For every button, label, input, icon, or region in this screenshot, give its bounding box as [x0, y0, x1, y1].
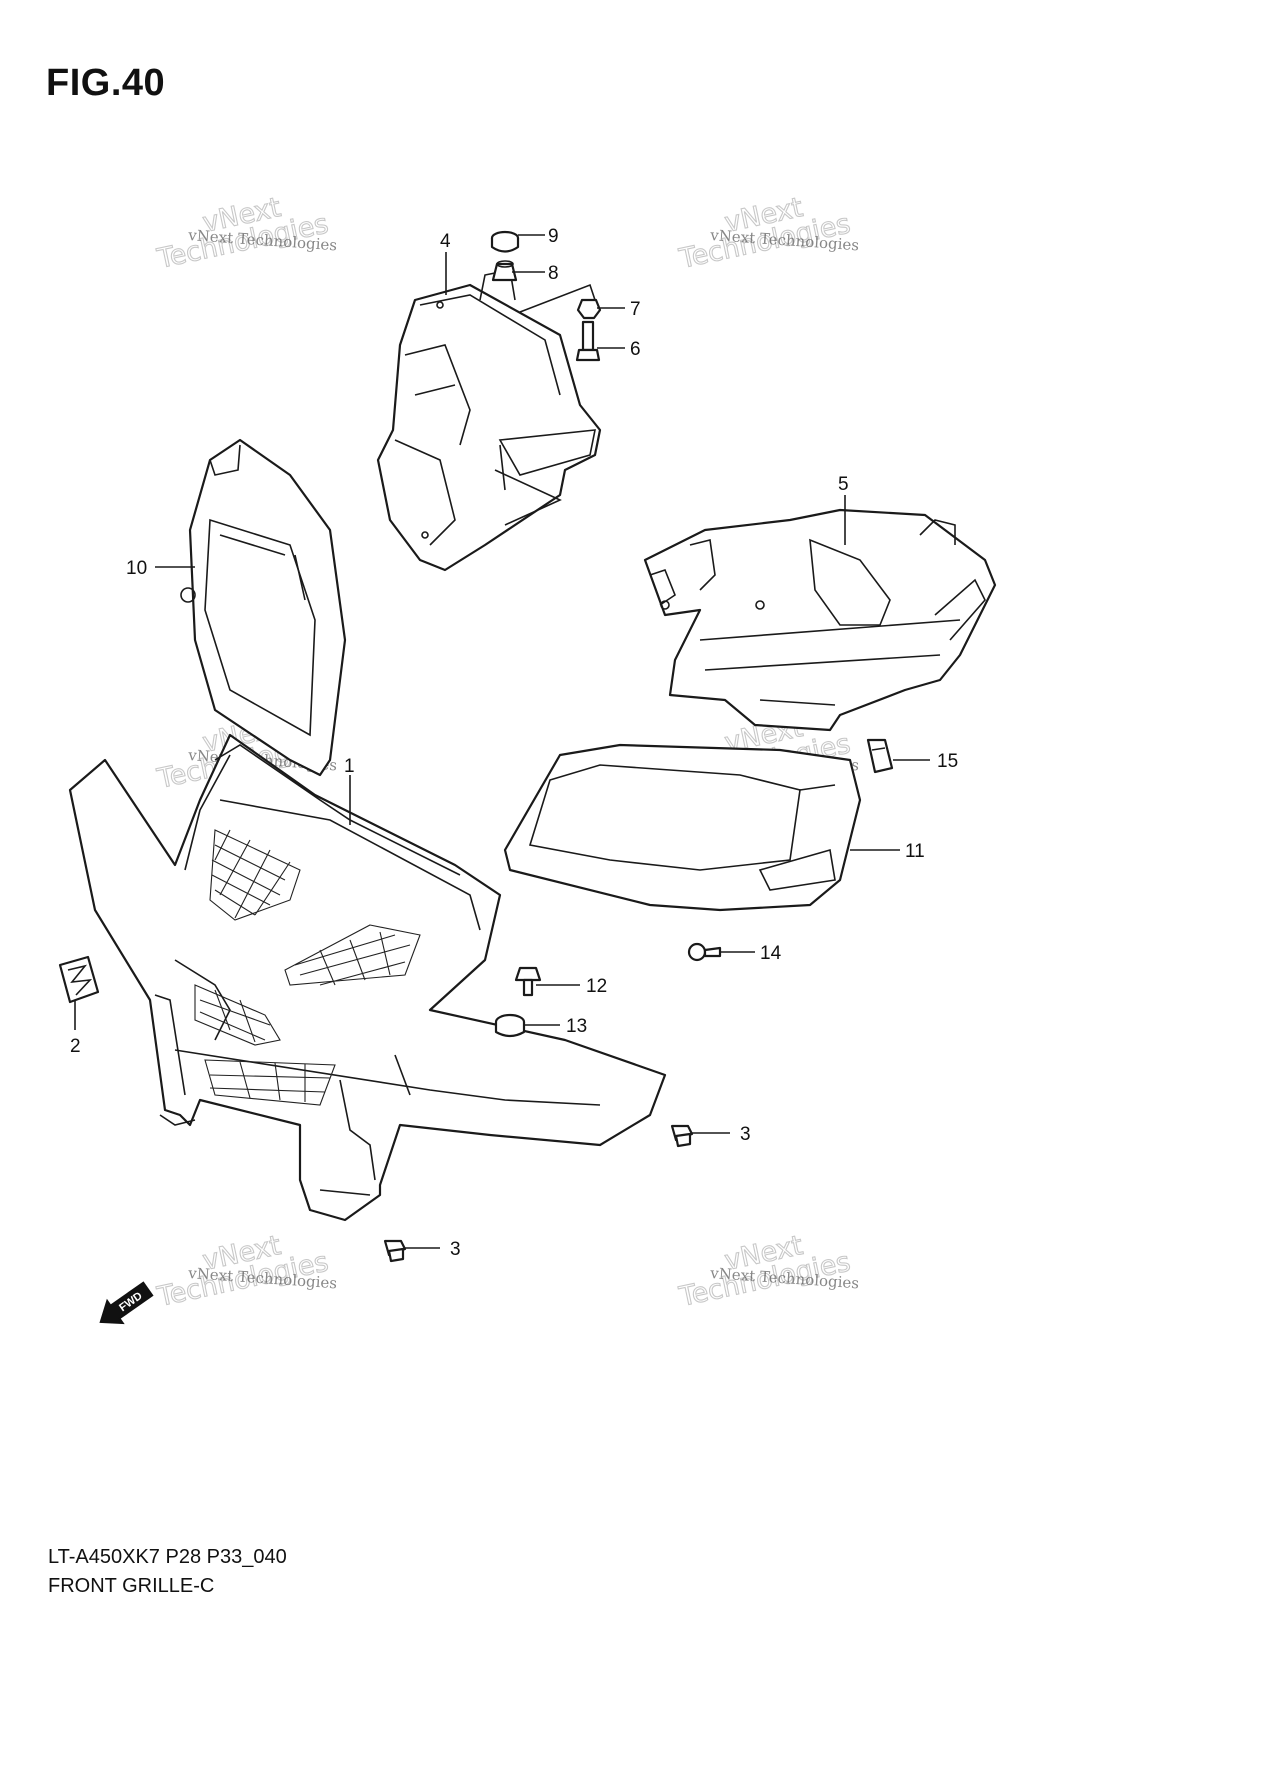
- grille-mesh: [194, 829, 421, 1106]
- part-15-clip: [866, 738, 894, 774]
- watermark-bottom-left: vNext Technologies vNext Technologies: [153, 1230, 337, 1314]
- part-8-collar: [491, 260, 518, 282]
- part-1-front-grille: [68, 733, 667, 1222]
- part-14-screw: [687, 942, 722, 962]
- part-3-fastener-upper: [670, 1124, 694, 1148]
- callout-14: 14: [760, 943, 782, 964]
- callout-7: 7: [630, 299, 641, 320]
- callout-5: 5: [838, 474, 849, 495]
- callout-4: 4: [440, 231, 451, 252]
- callout-9: 9: [548, 226, 559, 247]
- part-13-grommet: [494, 1013, 526, 1038]
- part-10-bezel: [180, 438, 347, 777]
- part-11-bezel: [503, 743, 862, 912]
- callout-1: 1: [344, 756, 355, 777]
- callout-11: 11: [905, 841, 925, 862]
- callout-3-upper: 3: [740, 1124, 751, 1145]
- callout-labels: 1 2 3 3 4 5 6 7 8 9 10 11 12 13 14 15: [70, 226, 958, 1260]
- callout-12: 12: [586, 976, 607, 997]
- callout-15: 15: [937, 751, 958, 772]
- watermark-top-right: vNext Technologies vNext Technologies: [675, 192, 859, 276]
- part-2-emblem: [58, 955, 100, 1004]
- callout-6: 6: [630, 339, 641, 360]
- part-6-bolt: [575, 320, 601, 362]
- section-name: FRONT GRILLE-C: [48, 1575, 215, 1597]
- callout-3-lower: 3: [450, 1239, 461, 1260]
- callout-10: 10: [126, 558, 147, 579]
- callout-13: 13: [566, 1016, 587, 1037]
- part-7-nut: [576, 298, 602, 320]
- part-9-grommet: [490, 230, 520, 253]
- callout-2: 2: [70, 1036, 81, 1057]
- part-5-bracket: [643, 508, 997, 732]
- part-12-screw: [514, 966, 542, 997]
- watermark-bottom-right: vNext Technologies vNext Technologies: [675, 1230, 859, 1314]
- model-code: LT-A450XK7 P28 P33_040: [48, 1546, 287, 1568]
- watermark-top-left: vNext Technologies vNext Technologies: [153, 192, 337, 276]
- leader-lines: [74, 234, 930, 1249]
- part-3-fastener-lower: [383, 1239, 407, 1263]
- figure-title: FIG.40: [46, 62, 166, 104]
- callout-8: 8: [548, 263, 559, 284]
- fwd-arrow-icon: FWD: [99, 1281, 154, 1325]
- part-4-bracket: [376, 269, 602, 572]
